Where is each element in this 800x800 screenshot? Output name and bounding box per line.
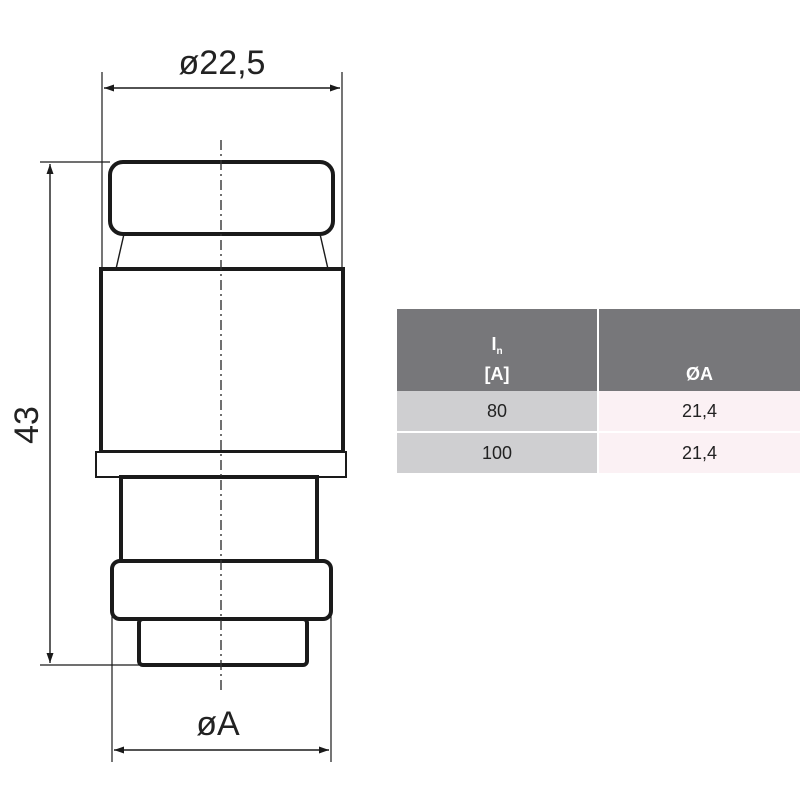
cap-neck-left [115,233,125,270]
header-current-subscript: n [496,346,503,357]
header-current-unit: [A] [484,364,510,384]
cell-diameter: 21,4 [598,391,800,433]
height-label: 43 [8,406,46,444]
table-row: 100 21,4 [397,432,800,475]
cap-neck-right [319,233,329,270]
cell-current: 80 [397,391,599,433]
cell-current: 100 [397,432,599,475]
header-current-symbol: I [491,334,497,354]
header-diameter-label: ØA [686,364,713,384]
bottom-diameter-label: øA [196,705,240,743]
table-row: 80 21,4 [397,391,800,433]
cell-diameter: 21,4 [598,432,800,475]
fuse-main-body [99,267,345,454]
fuse-contact-tip [137,617,309,667]
table-header-row: In [A] ØA [397,309,800,391]
spec-table: In [A] ØA 80 21,4 100 21,4 [397,309,800,475]
header-rated-current: In [A] [397,309,599,391]
fuse-neck [119,475,319,565]
top-diameter-label: ø22,5 [179,44,266,82]
header-diameter: ØA [598,309,800,391]
